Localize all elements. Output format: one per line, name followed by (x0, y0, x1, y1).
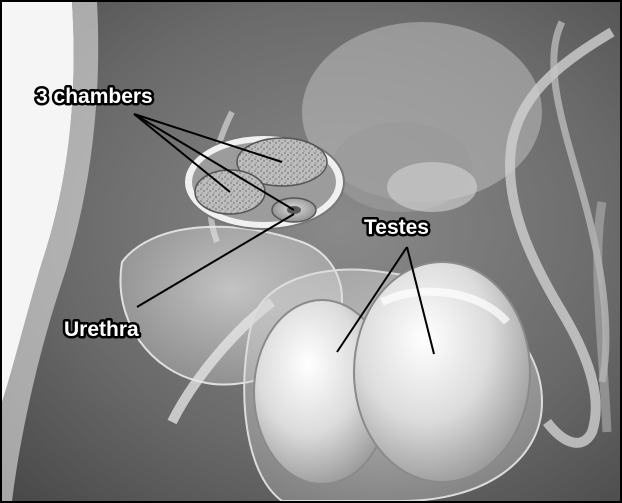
label-chambers: 3 chambers (36, 85, 153, 108)
label-testes: Testes (364, 216, 429, 239)
label-urethra: Urethra (64, 318, 139, 341)
gland-highlight (387, 162, 477, 212)
